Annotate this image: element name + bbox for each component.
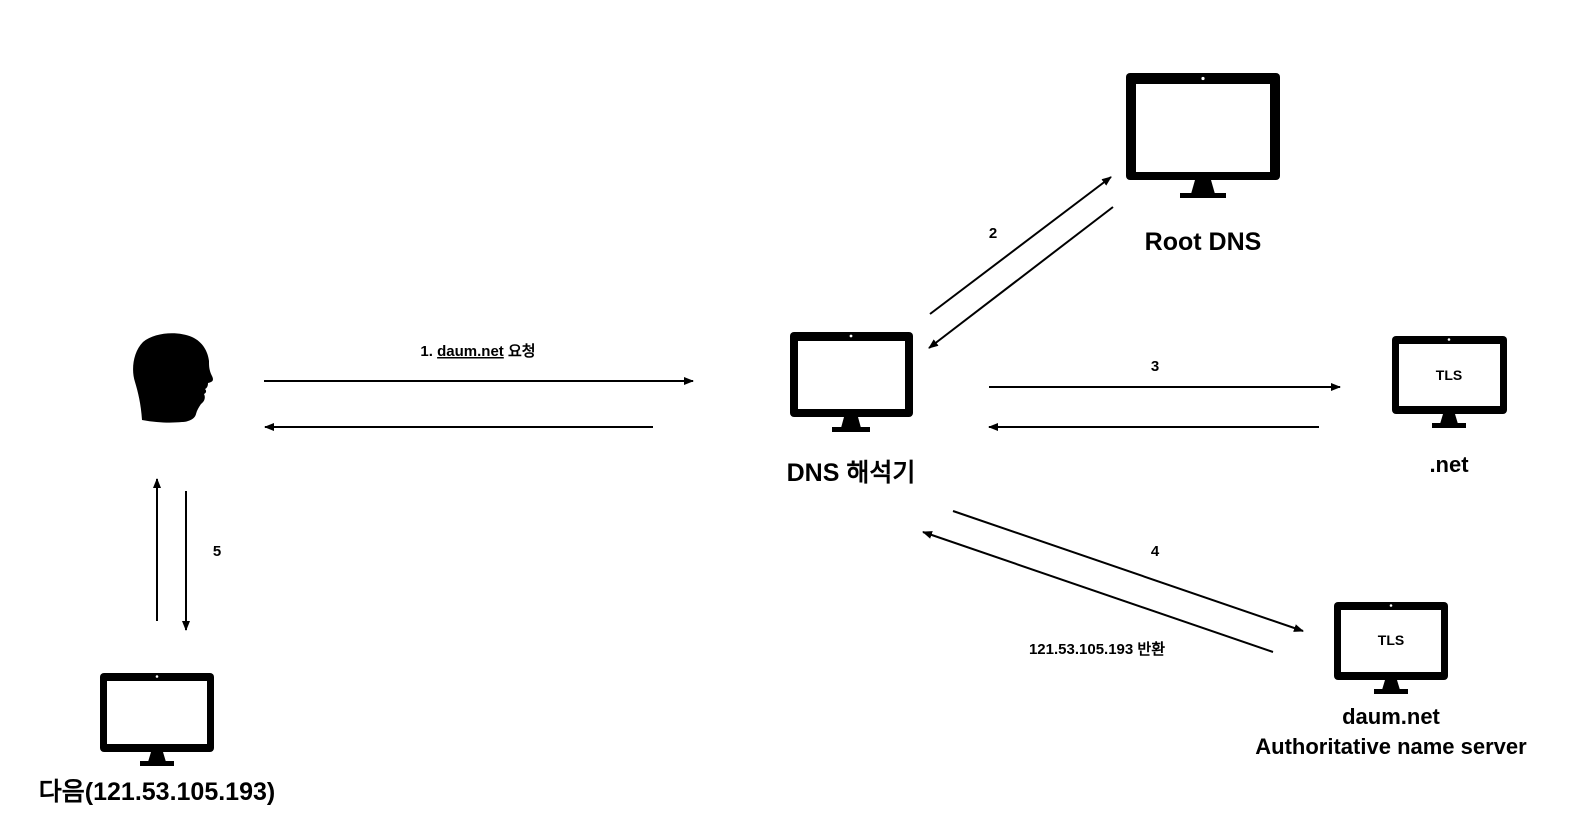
monitor-icon bbox=[1126, 73, 1280, 198]
request-arrow bbox=[952, 510, 1304, 632]
step-4-arrows: 4 121.53.105.193 반환 bbox=[922, 510, 1304, 658]
step-1-label: 1. daum.net 요청 bbox=[420, 343, 535, 360]
daum-server: 다음(121.53.105.193) bbox=[39, 673, 275, 806]
root-dns-server: Root DNS bbox=[1126, 73, 1280, 256]
step-4-label: 4 bbox=[1151, 543, 1160, 560]
tld-label: .net bbox=[1429, 452, 1469, 477]
step-5-arrows: 5 bbox=[153, 478, 221, 631]
monitor-icon bbox=[100, 673, 214, 766]
step-3-label: 3 bbox=[1151, 358, 1159, 375]
monitor-icon bbox=[790, 332, 913, 432]
response-arrow bbox=[922, 531, 1274, 653]
monitor-icon: TLS bbox=[1392, 336, 1507, 428]
dns-resolver: DNS 해석기 bbox=[787, 332, 916, 487]
daum-server-label: 다음(121.53.105.193) bbox=[39, 778, 275, 806]
step-2-label: 2 bbox=[989, 225, 997, 242]
step-3-arrows: 3 bbox=[988, 358, 1341, 431]
person-head-icon bbox=[133, 333, 213, 423]
step-5-label: 5 bbox=[213, 543, 221, 560]
authoritative-screen-text: TLS bbox=[1378, 632, 1404, 648]
authoritative-server: TLS daum.net Authoritative name server bbox=[1255, 602, 1527, 759]
tld-screen-text: TLS bbox=[1436, 367, 1462, 383]
step-1-domain: daum.net bbox=[437, 343, 504, 360]
dns-resolver-label: DNS 해석기 bbox=[787, 459, 916, 487]
step-2-arrows: 2 bbox=[928, 176, 1114, 349]
response-arrow bbox=[928, 206, 1114, 349]
root-dns-label: Root DNS bbox=[1145, 228, 1262, 256]
monitor-icon: TLS bbox=[1334, 602, 1448, 694]
tld-server: TLS .net bbox=[1392, 336, 1507, 477]
request-arrow bbox=[929, 176, 1112, 315]
step-1-arrows: 1. daum.net 요청 bbox=[264, 343, 694, 431]
authoritative-label-line1: daum.net bbox=[1342, 704, 1440, 729]
return-ip-label: 121.53.105.193 반환 bbox=[1029, 640, 1165, 658]
authoritative-label-line2: Authoritative name server bbox=[1255, 734, 1527, 759]
